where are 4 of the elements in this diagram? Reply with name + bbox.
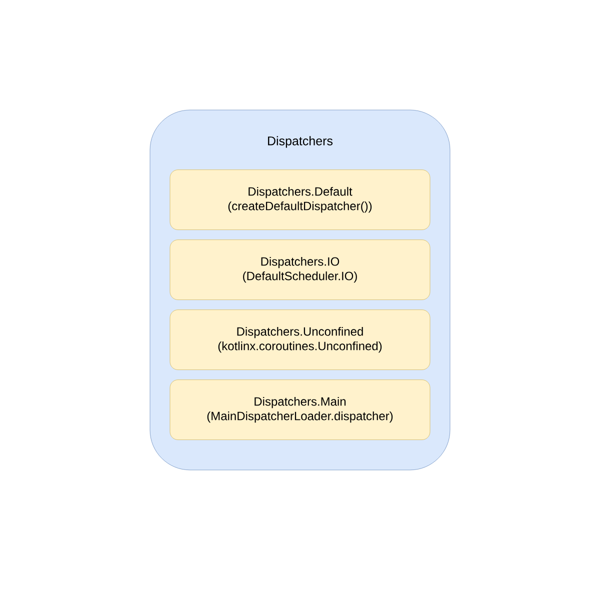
dispatcher-box: Dispatchers.IO (DefaultScheduler.IO) — [170, 240, 430, 300]
dispatcher-box: Dispatchers.Default (createDefaultDispatcher()) — [170, 170, 430, 230]
dispatcher-box: Dispatchers.Main (MainDispatcherLoader.dispatcher) — [170, 380, 430, 440]
dispatcher-box: Dispatchers.Unconfined (kotlinx.coroutines.Unconfined) — [170, 310, 430, 370]
